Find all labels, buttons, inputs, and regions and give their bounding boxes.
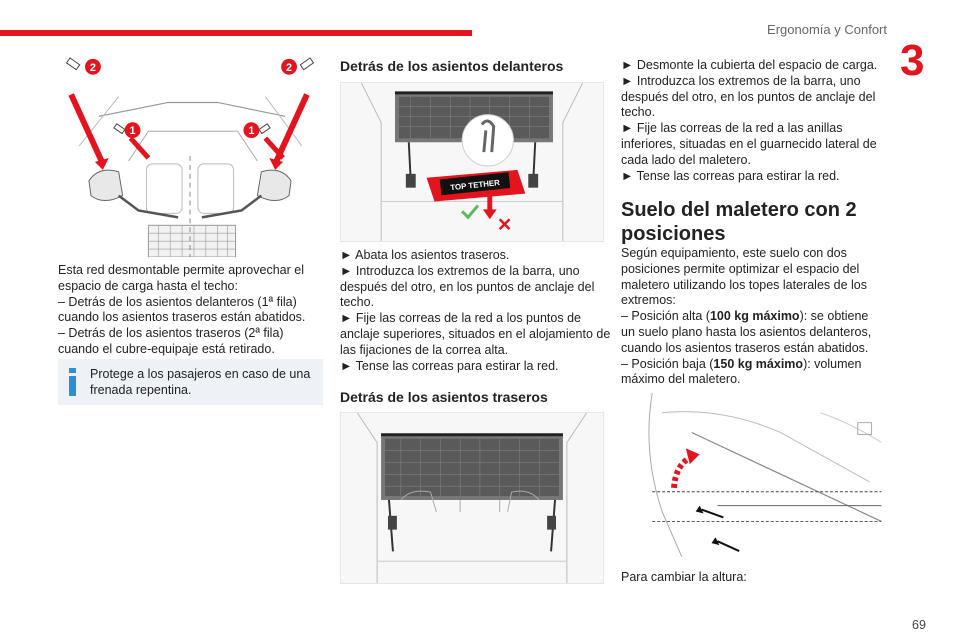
chapter-number: 3 <box>900 36 925 85</box>
info-icon <box>68 368 77 396</box>
high-position-max-load: 100 kg máximo <box>709 309 800 324</box>
page-number: 69 <box>912 618 926 632</box>
net-behind-front-seats-illustration: TOP TETHER <box>340 82 604 242</box>
heading-two-position-floor: Suelo del maletero con 2 posiciones <box>621 199 857 245</box>
net-behind-rear-seats-illustration <box>340 412 604 584</box>
callout-1-left: 1 <box>130 125 136 137</box>
rear-seats-instructions: ► Desmonte la cubierta del espacio de ca… <box>621 58 878 183</box>
trunk-floor-positions-illustration <box>621 392 886 558</box>
heading-behind-front-seats: Detrás de los asientos delanteros <box>340 58 564 74</box>
callout-2-left: 2 <box>90 62 96 74</box>
change-height-label: Para cambiar la altura: <box>621 570 747 584</box>
info-text: Protege a los pasajeros en caso de una f… <box>90 367 311 397</box>
info-box: Protege a los pasajeros en caso de una f… <box>58 359 323 405</box>
callout-2-right: 2 <box>286 62 292 74</box>
floor-description: Según equipamiento, este suelo con dos p… <box>621 246 872 387</box>
callout-1-right: 1 <box>248 125 254 137</box>
heading-behind-rear-seats: Detrás de los asientos traseros <box>340 389 548 405</box>
header-red-bar <box>0 30 472 36</box>
net-intro-paragraph: Esta red desmontable permite aprovechar … <box>58 263 306 356</box>
front-seats-instructions: ► Abata los asientos traseros. ► Introdu… <box>340 248 611 373</box>
section-title: Ergonomía y Confort <box>767 22 887 37</box>
cargo-net-roof-anchors-illustration: 2 2 1 1 <box>58 46 323 258</box>
low-position-max-load: 150 kg máximo <box>713 356 804 371</box>
